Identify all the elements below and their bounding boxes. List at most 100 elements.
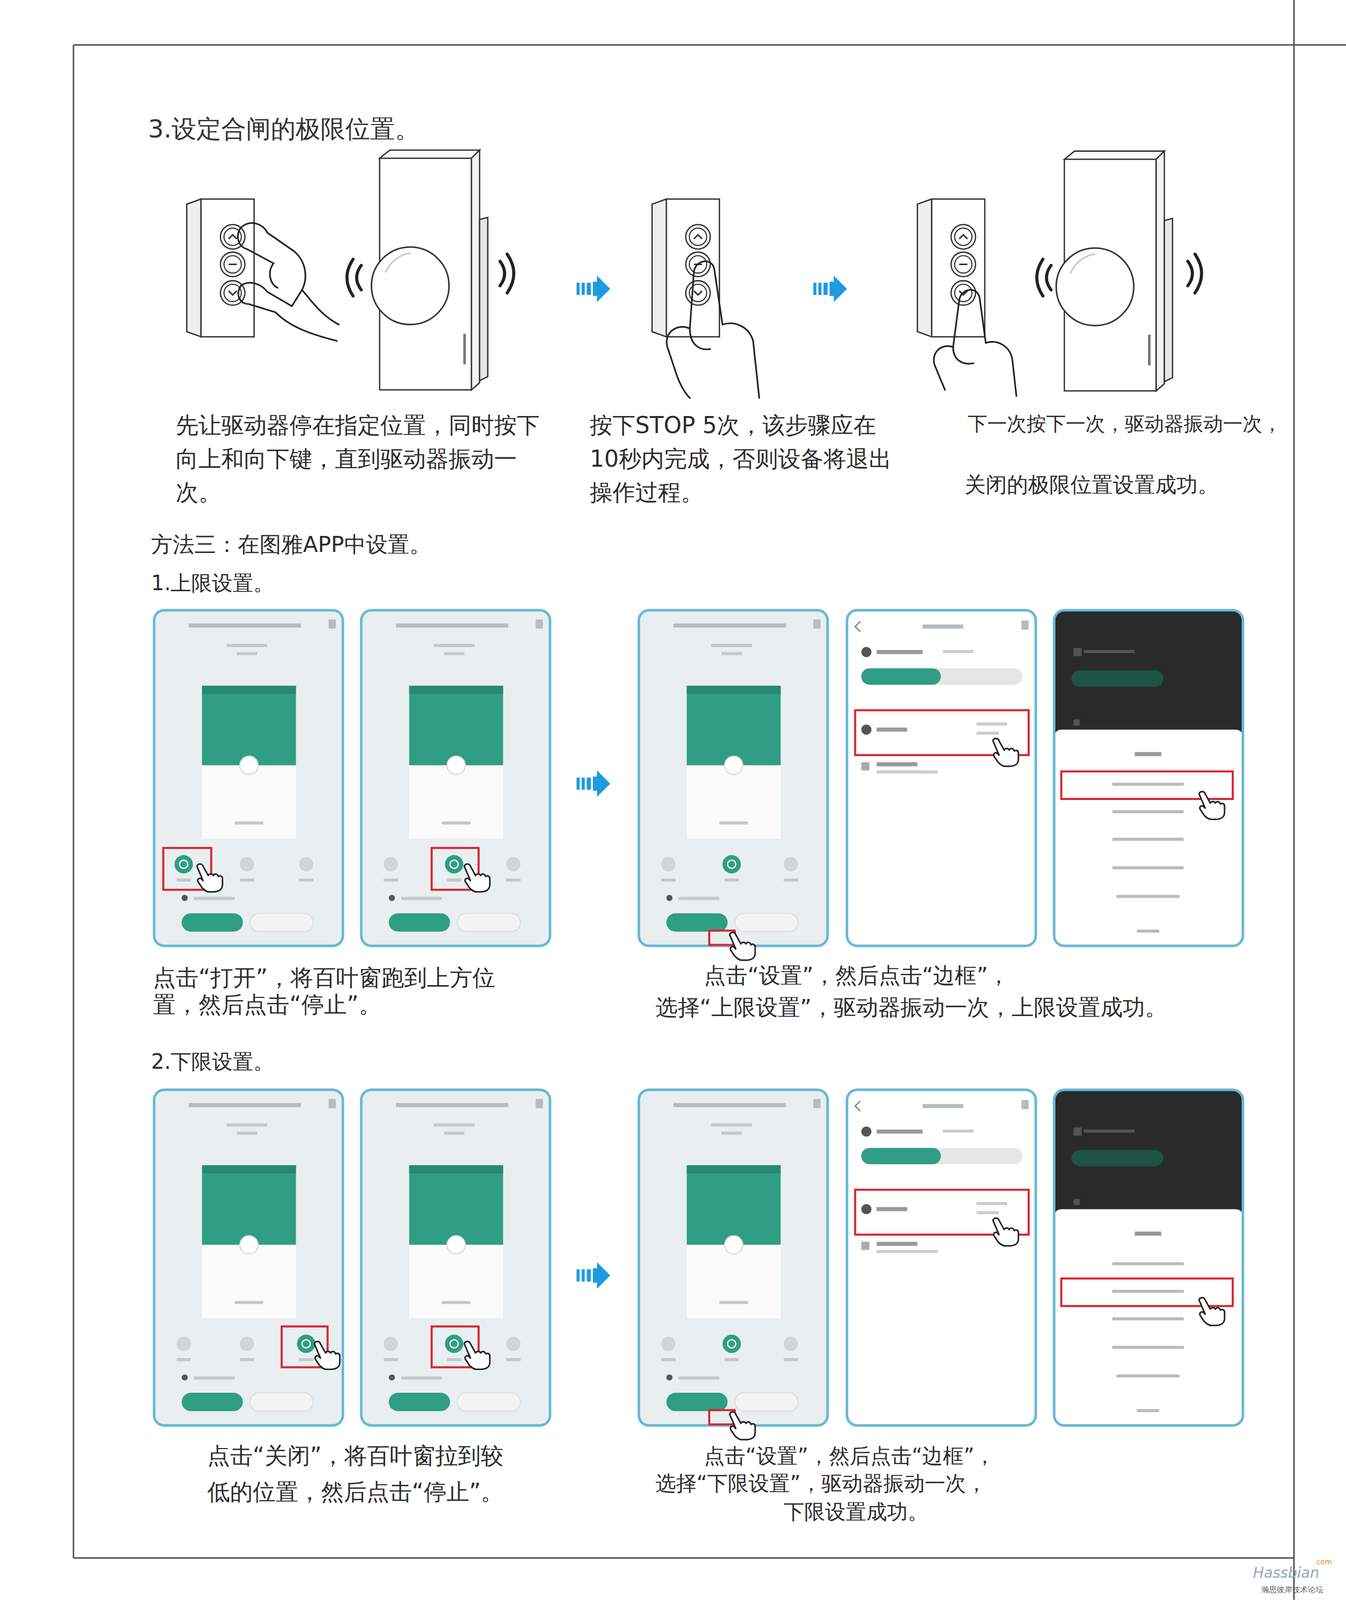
drawing-part [361, 610, 550, 947]
page-frame [73, 0, 1346, 1600]
drawing-part [73, 1557, 1294, 1559]
drawing-part [729, 932, 756, 961]
drawing-part [666, 326, 691, 399]
drawing-part [576, 770, 610, 798]
drawing-part [499, 261, 505, 286]
drawing-part [985, 341, 1017, 396]
drawing-part [690, 271, 695, 329]
drawing-part [727, 1339, 737, 1349]
drawing-part [847, 1090, 1036, 1427]
drawing-part [722, 323, 760, 399]
screen-caption: 点击“设置”，然后点击“边框”， [704, 1444, 996, 1468]
drawing-part [1187, 261, 1193, 286]
drawing-part [346, 254, 514, 297]
drawing-part [237, 223, 339, 342]
drawing-part [1195, 254, 1202, 294]
drawing-part [371, 149, 488, 390]
watermark: 瀚思彼岸技术论坛 [1261, 1585, 1324, 1595]
drawing-part [1199, 791, 1225, 820]
drawing-part [917, 199, 985, 338]
drawing-part [1046, 265, 1052, 290]
sub-heading: 1.上限设置。 [150, 570, 274, 596]
drawing-part [693, 261, 723, 325]
drawing-part [361, 1090, 550, 1427]
drawing-part [722, 855, 742, 875]
drawing-part [638, 1090, 828, 1427]
screen-caption: 选择“下限设置”，驱动器振动一次， [655, 1471, 987, 1496]
step-caption: 先让驱动器停在指定位置，同时按下向上和向下键，直到驱动器振动一次。 [175, 408, 551, 510]
drawing-part [196, 864, 223, 893]
drawing-part [934, 289, 1017, 396]
drawing-part [722, 1334, 742, 1354]
drawing-part [1036, 259, 1044, 297]
drawing-part [450, 1339, 459, 1349]
drawing-part [240, 223, 295, 252]
drawing-part [445, 855, 464, 875]
drawing-part [174, 855, 194, 875]
drawing-part [666, 261, 760, 399]
drawing-part [1053, 610, 1243, 947]
step-three-figure [917, 150, 1202, 396]
screen-caption: 点击“关闭”，将百叶窗拉到较低的位置，然后点击“停止”。 [207, 1438, 514, 1511]
drawing-part [1293, 0, 1295, 1600]
upper-limit-screens [154, 610, 1243, 961]
page-title: 3.设定合闸的极限位置。 [147, 114, 420, 145]
drawing-part [154, 1090, 343, 1427]
drawing-part [1053, 1090, 1243, 1427]
watermark: Hassbian [1252, 1565, 1320, 1582]
drawing-part [690, 328, 711, 350]
drawing-part [576, 1262, 610, 1289]
drawing-part [953, 346, 974, 364]
drawing-part [1036, 254, 1202, 297]
drawing-part [729, 1412, 756, 1441]
drawing-part [953, 300, 960, 348]
drawing-part [847, 610, 1036, 947]
drawing-part [72, 44, 75, 1559]
step-two-figure [652, 199, 760, 399]
drawing-part [269, 263, 278, 288]
drawing-part [346, 259, 354, 297]
drawing-part [1061, 771, 1233, 800]
step-caption: 下一次按下一次，驱动器振动一次， [967, 412, 1282, 437]
drawing-part [186, 199, 254, 338]
drawing-part [727, 860, 737, 869]
drawing-part [992, 1218, 1019, 1247]
drawing-part [314, 1341, 340, 1370]
lower-limit-screens [154, 1090, 1243, 1441]
screen-caption: 点击“设置”，然后点击“边框”， [704, 963, 1010, 989]
drawing-part [73, 44, 1346, 47]
drawing-part [296, 1334, 316, 1354]
drawing-part [356, 265, 362, 290]
drawing-part [638, 610, 828, 947]
drawing-part [464, 1341, 490, 1370]
screen-caption: 点击“打开”，将百叶窗跑到上方位置，然后点击“停止”。 [153, 964, 502, 1019]
drawing-part [301, 289, 339, 325]
drawing-part [464, 864, 490, 893]
drawing-part [1056, 150, 1173, 391]
sub-heading: 2.下限设置。 [150, 1049, 274, 1075]
drawing-part [292, 251, 306, 307]
drawing-part [238, 285, 276, 313]
drawing-part [450, 860, 459, 869]
drawing-part [576, 275, 610, 302]
step-caption: 按下STOP 5次，该步骤应在10秒内完成，否则设备将退出操作过程。 [589, 408, 896, 510]
drawing-part [179, 860, 188, 869]
drawing-part [959, 289, 986, 344]
drawing-part [1199, 1297, 1225, 1326]
drawing-part [154, 610, 343, 947]
screen-caption: 选择“上限设置”，驱动器振动一次，上限设置成功。 [655, 995, 1168, 1021]
drawing-part [445, 1334, 464, 1354]
drawing-part [507, 254, 514, 294]
drawing-part [301, 1339, 311, 1349]
drawing-part [240, 282, 293, 307]
step-caption: 关闭的极限位置设置成功。 [964, 472, 1219, 498]
drawing-part [813, 275, 847, 302]
drawing-part [237, 227, 274, 264]
step-one-figure [186, 149, 514, 390]
drawing-part [992, 738, 1019, 767]
screen-caption: 下限设置成功。 [783, 1500, 929, 1524]
drawing-part [934, 346, 954, 391]
section-heading: 方法三：在图雅APP中设置。 [150, 531, 431, 558]
